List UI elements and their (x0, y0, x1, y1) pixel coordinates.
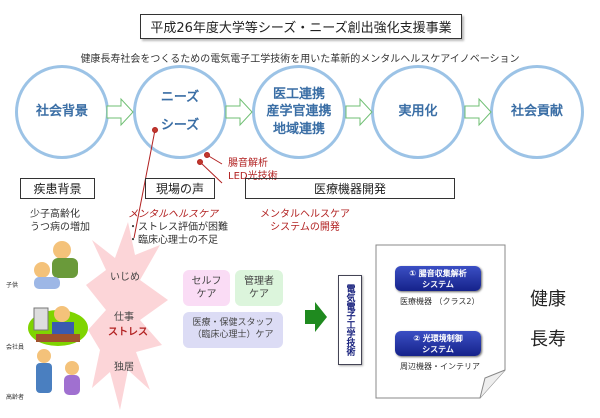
children-illustration (34, 241, 78, 289)
system-title: ① 腸音収集解析 (409, 269, 467, 278)
system-button-bowel-sound[interactable]: ① 腸音収集解析 システム (395, 266, 481, 291)
system-note: 医療機器 （クラス2） (400, 297, 480, 306)
care-line: 医療・保健スタッフ (192, 318, 274, 329)
stress-bullying: いじめ (110, 272, 140, 283)
system-title: ② 光環境制御 (413, 334, 463, 343)
section-medical-device: 医療機器開発 (245, 178, 455, 199)
disease-line: 少子高齢化 (30, 209, 80, 220)
circle-label: 実用化 (398, 104, 438, 120)
circle-label: 社会背景 (35, 104, 88, 120)
outcome-health: 健康 (530, 289, 566, 310)
stress-work: 仕事 (114, 312, 134, 323)
collab-line: 地域連携 (272, 121, 325, 137)
arrow-right-icon (106, 97, 134, 127)
stress-burst (86, 222, 168, 410)
arrow-right-icon (225, 97, 253, 127)
stress-living-alone: 独居 (114, 362, 134, 373)
label-office-worker: 会社員 (6, 344, 25, 351)
system-note: 周辺機器・インテリア (400, 362, 480, 371)
system-title: システム (422, 280, 454, 289)
label-elderly: 高齢者 (6, 394, 25, 401)
office-worker-illustration (28, 306, 88, 346)
manager-care-box: 管理者ケア (235, 270, 283, 306)
seed-note: 腸音解析 (228, 158, 268, 169)
page-title: 平成26年度大学等シーズ・ニーズ創出強化支援事業 (140, 14, 462, 39)
stress-label: ストレス (108, 327, 148, 338)
voice-item: ・臨床心理士の不足 (128, 235, 218, 246)
circle-label: 社会貢献 (510, 104, 563, 120)
care-line: 管理者 (244, 276, 274, 287)
needs-label: ニーズ (160, 90, 200, 106)
self-care-box: セルフケア (183, 270, 230, 306)
green-arrow-icon (305, 302, 327, 332)
care-line: セルフ (191, 276, 222, 287)
label-children: 子供 (6, 282, 19, 289)
seeds-notes: 腸音解析 LED光技術 (228, 157, 278, 183)
system-title: システム (422, 345, 454, 354)
disease-text: 少子高齢化 うつ病の増加 (30, 208, 90, 234)
care-line: （臨床心理士）ケア (192, 330, 274, 340)
voice-item: ・ストレス評価が困難 (128, 222, 228, 233)
tech-label: 電気電子工学技術 (338, 275, 362, 365)
device-line: システムの開発 (270, 222, 340, 233)
device-line: メンタルヘルスケア (260, 209, 350, 220)
subtitle: 健康長寿社会をつくるための電気電子工学技術を用いた革新的メンタルヘルスケアイノベ… (80, 54, 520, 65)
care-line: ケア (249, 289, 269, 300)
seed-note: LED光技術 (228, 171, 278, 182)
arrow-right-icon (464, 97, 492, 127)
collab-line: 医工連携 (272, 86, 325, 102)
staff-care-box: 医療・保健スタッフ（臨床心理士）ケア (183, 312, 283, 348)
elderly-illustration (36, 349, 80, 395)
circle-collaboration: 医工連携 産学官連携 地域連携 (252, 65, 346, 159)
care-line: ケア (196, 289, 217, 300)
seeds-label: シーズ (160, 118, 200, 133)
collab-line: 産学官連携 (266, 104, 332, 120)
voice-heading: メンタルヘルスケア (128, 209, 218, 220)
voice-text: メンタルヘルスケア ・ストレス評価が困難 ・臨床心理士の不足 (128, 208, 228, 247)
outcome-longevity: 長寿 (530, 329, 566, 350)
section-disease-background: 疾患背景 (20, 178, 95, 199)
section-field-voice: 現場の声 (145, 178, 215, 199)
disease-line: うつ病の増加 (30, 222, 90, 233)
arrow-right-icon (345, 97, 373, 127)
device-text: メンタルヘルスケア システムの開発 (250, 208, 360, 234)
system-button-light-environment[interactable]: ② 光環境制御 システム (395, 331, 481, 356)
